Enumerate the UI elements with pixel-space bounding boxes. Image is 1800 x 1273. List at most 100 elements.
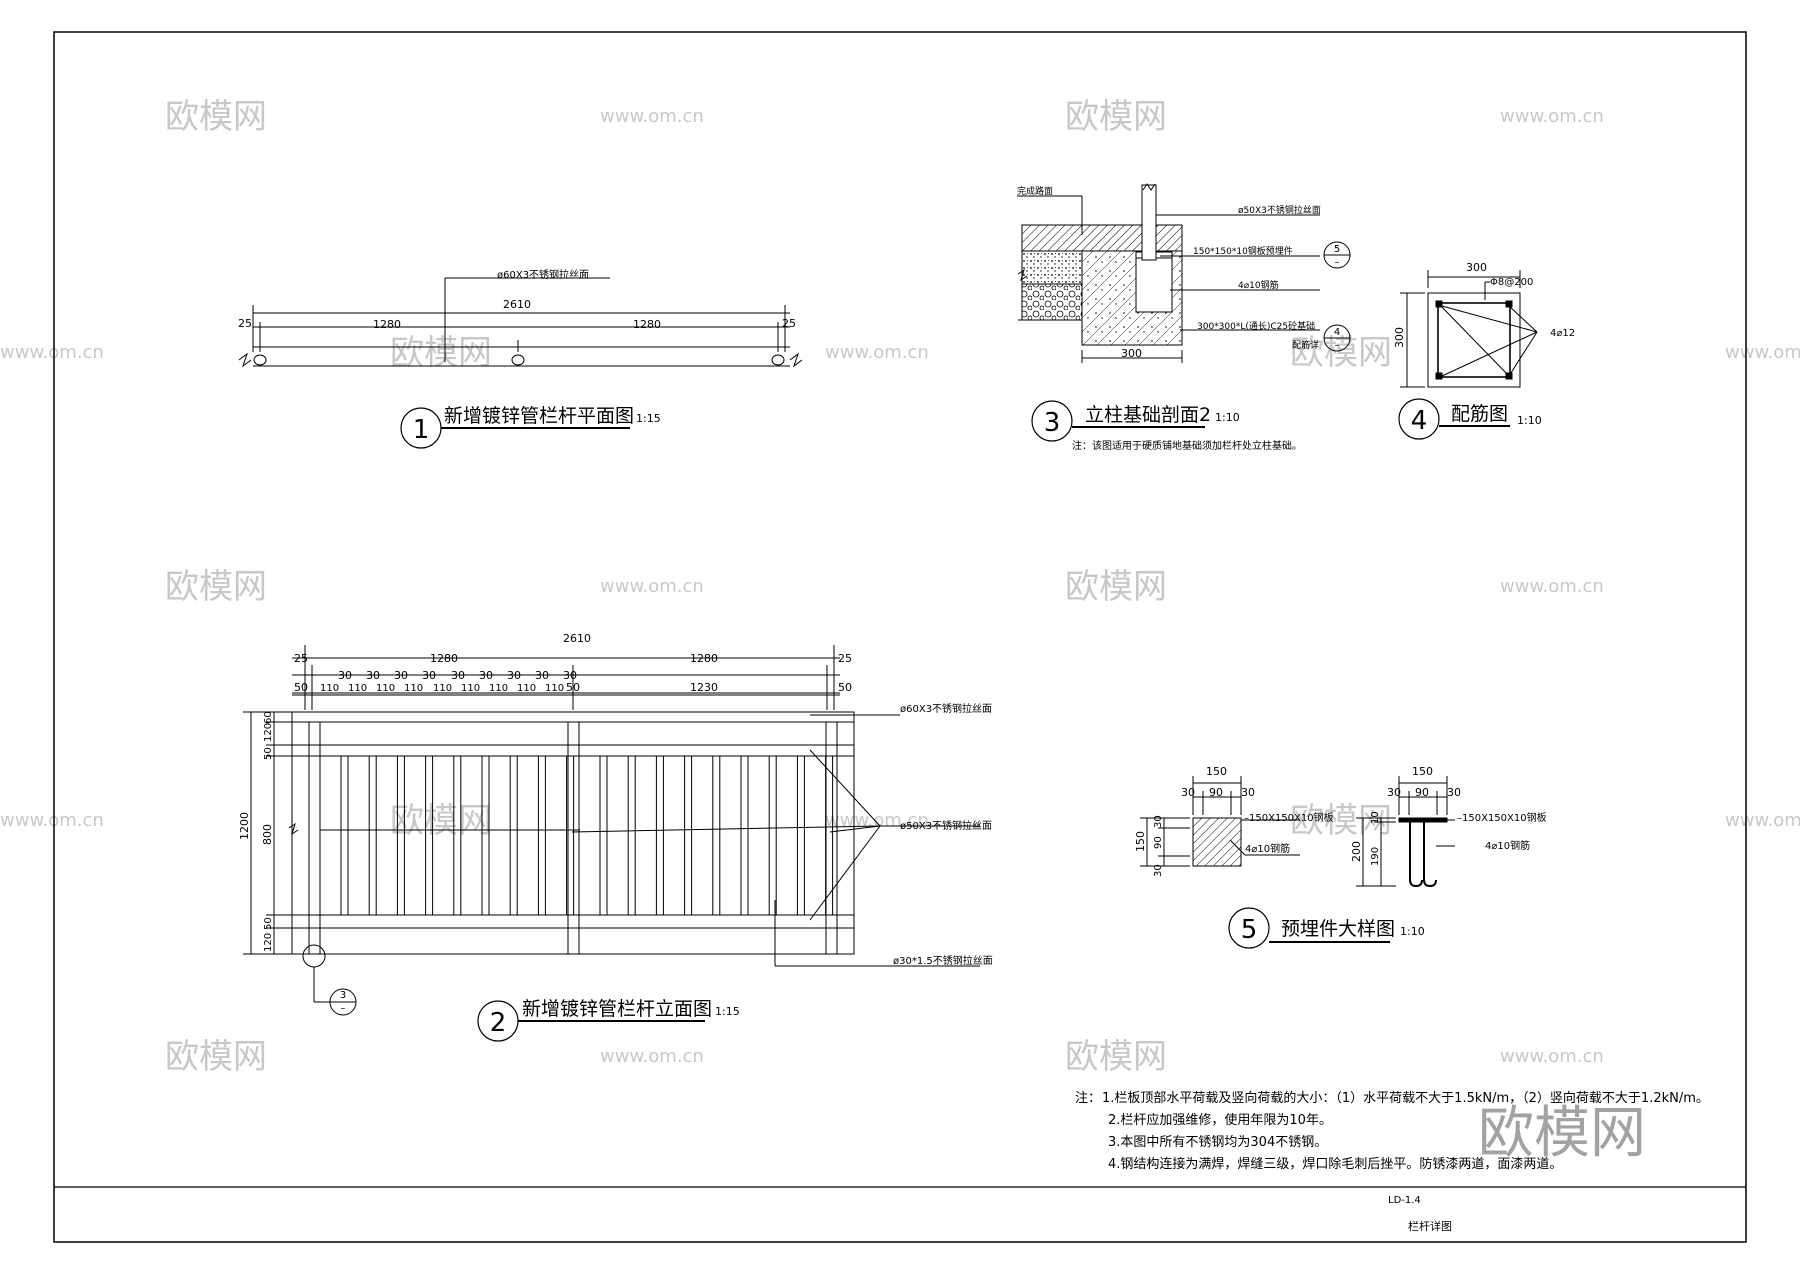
break-mark xyxy=(789,352,803,368)
stirrup-label: Φ8@200 xyxy=(1490,277,1533,288)
dim-w-a: 30 xyxy=(1387,786,1401,799)
watermark-url: www.om.cn xyxy=(1725,810,1800,831)
dim-w-b: 90 xyxy=(1415,786,1429,799)
break-mark xyxy=(1142,183,1156,191)
view-number-circle xyxy=(1398,398,1440,440)
dim-bay: 110 xyxy=(320,683,339,694)
dim-bay: 110 xyxy=(517,683,536,694)
baluster xyxy=(599,755,608,916)
dim-bay: 110 xyxy=(376,683,395,694)
paving-layer xyxy=(1021,224,1183,252)
dim-gap: 30 xyxy=(479,669,493,682)
watermark-url: www.om.cn xyxy=(1500,106,1604,127)
baluster xyxy=(509,755,518,916)
watermark-url: www.om.cn xyxy=(600,1046,704,1067)
general-notes: 注： 1.栏板顶部水平荷载及竖向荷载的大小：（1）水平荷载不大于1.5kN/m，… xyxy=(1075,1090,1709,1172)
gap-dims: 30 30 30 30 30 30 30 30 30 xyxy=(338,669,577,682)
watermark-logo: 欧模网 xyxy=(390,333,492,373)
plate-plan xyxy=(1192,817,1242,867)
baluster xyxy=(740,755,749,916)
dim-total: 2610 xyxy=(503,298,531,311)
dim-w-c: 30 xyxy=(1447,786,1461,799)
dim-bay: 110 xyxy=(348,683,367,694)
dim-w: 150 xyxy=(1206,765,1227,778)
view-scale: 1:10 xyxy=(1215,411,1240,424)
view-number: 2 xyxy=(490,1008,507,1038)
leader-line xyxy=(809,749,881,827)
watermark-logo: 欧模网 xyxy=(165,1037,267,1077)
dim-width: 300 xyxy=(1121,347,1142,360)
view2-elevation xyxy=(243,645,980,1016)
dim-gap: 30 xyxy=(563,669,577,682)
leader-line xyxy=(1229,839,1246,856)
watermark-url: www.om.cn xyxy=(1500,1046,1604,1067)
bay-dims: 50 110 110 110 110 110 110 110 110 110 5… xyxy=(294,681,852,694)
baluster xyxy=(655,755,664,916)
corner-watermark-logo: 欧模网 xyxy=(1478,1101,1646,1166)
view5-embed xyxy=(1140,776,1455,888)
baluster xyxy=(368,755,377,916)
dim-bay: 110 xyxy=(433,683,452,694)
post-plan xyxy=(771,354,785,366)
view1-plan xyxy=(238,277,803,368)
dim-mid: 50 xyxy=(566,681,580,694)
leader-line xyxy=(1441,305,1538,333)
dim-left: 1280 xyxy=(373,318,401,331)
dim-w-b: 90 xyxy=(1209,786,1223,799)
baluster xyxy=(425,755,434,916)
callout-number: 3 xyxy=(340,990,346,1001)
dim-right: 1280 xyxy=(633,318,661,331)
baluster xyxy=(453,755,462,916)
watermark-logo: 欧模网 xyxy=(1065,1037,1167,1077)
baluster xyxy=(566,755,575,916)
baluster xyxy=(627,755,636,916)
dim-h-c: 30 xyxy=(1153,864,1164,877)
view-title: 新增镀锌管栏杆立面图 xyxy=(522,998,712,1020)
dim-gap: 30 xyxy=(422,669,436,682)
dim-left: 1280 xyxy=(430,652,458,665)
dim-gap: 30 xyxy=(451,669,465,682)
baluster xyxy=(481,755,490,916)
post xyxy=(567,721,580,955)
dim-right: 1280 xyxy=(690,652,718,665)
view-scale: 1:10 xyxy=(1517,414,1542,427)
view-number-circle xyxy=(1031,400,1073,442)
view-scale: 1:15 xyxy=(715,1005,740,1018)
view-title: 预埋件大样图 xyxy=(1281,918,1395,940)
rebar-detail-label: 配筋详 xyxy=(1292,339,1319,351)
leader-line xyxy=(809,825,881,921)
dim-end: 50 xyxy=(838,681,852,694)
vdim-top-c: 50 xyxy=(263,747,274,760)
pipe-label: ø60X3不锈钢拉丝面 xyxy=(497,268,589,281)
plate-label: –150X150X10钢板 xyxy=(1457,811,1547,824)
rebar-label: 4⌀10钢筋 xyxy=(1485,839,1530,852)
note-item: 2.栏杆应加强维修，使用年限为10年。 xyxy=(1108,1112,1332,1128)
break-mark xyxy=(238,352,252,368)
drawing-name: 栏杆详图 xyxy=(1408,1219,1452,1233)
note-item: 1.栏板顶部水平荷载及竖向荷载的大小：（1）水平荷载不大于1.5kN/m，（2）… xyxy=(1102,1090,1709,1106)
base-layer xyxy=(1021,250,1083,285)
baluster-label: ø30*1.5不锈钢拉丝面 xyxy=(893,954,993,967)
view-number: 4 xyxy=(1411,406,1428,436)
plate-label: 150*150*10钢板预埋件 xyxy=(1193,245,1293,257)
view-number: 5 xyxy=(1241,915,1258,945)
leader-line xyxy=(571,825,881,833)
callout-number: 5 xyxy=(1334,244,1340,255)
watermark-url: www.om.cn xyxy=(600,576,704,597)
dim-start: 50 xyxy=(294,681,308,694)
view-scale: 1:10 xyxy=(1400,925,1425,938)
dim-edge-left: 25 xyxy=(294,652,308,665)
dim-gap: 30 xyxy=(507,669,521,682)
dim-gap: 30 xyxy=(338,669,352,682)
stirrup xyxy=(1437,302,1511,378)
view-title: 立柱基础剖面2 xyxy=(1085,404,1211,426)
dim-h-a: 10 xyxy=(1370,811,1381,824)
leader-line xyxy=(1508,331,1538,377)
callout-sheet: – xyxy=(341,1003,346,1014)
vdim-total: 1200 xyxy=(238,812,251,840)
baluster xyxy=(796,755,805,916)
top-rail-label: ø60X3不锈钢拉丝面 xyxy=(900,702,992,715)
dim-w-a: 30 xyxy=(1181,786,1195,799)
post xyxy=(308,721,321,955)
